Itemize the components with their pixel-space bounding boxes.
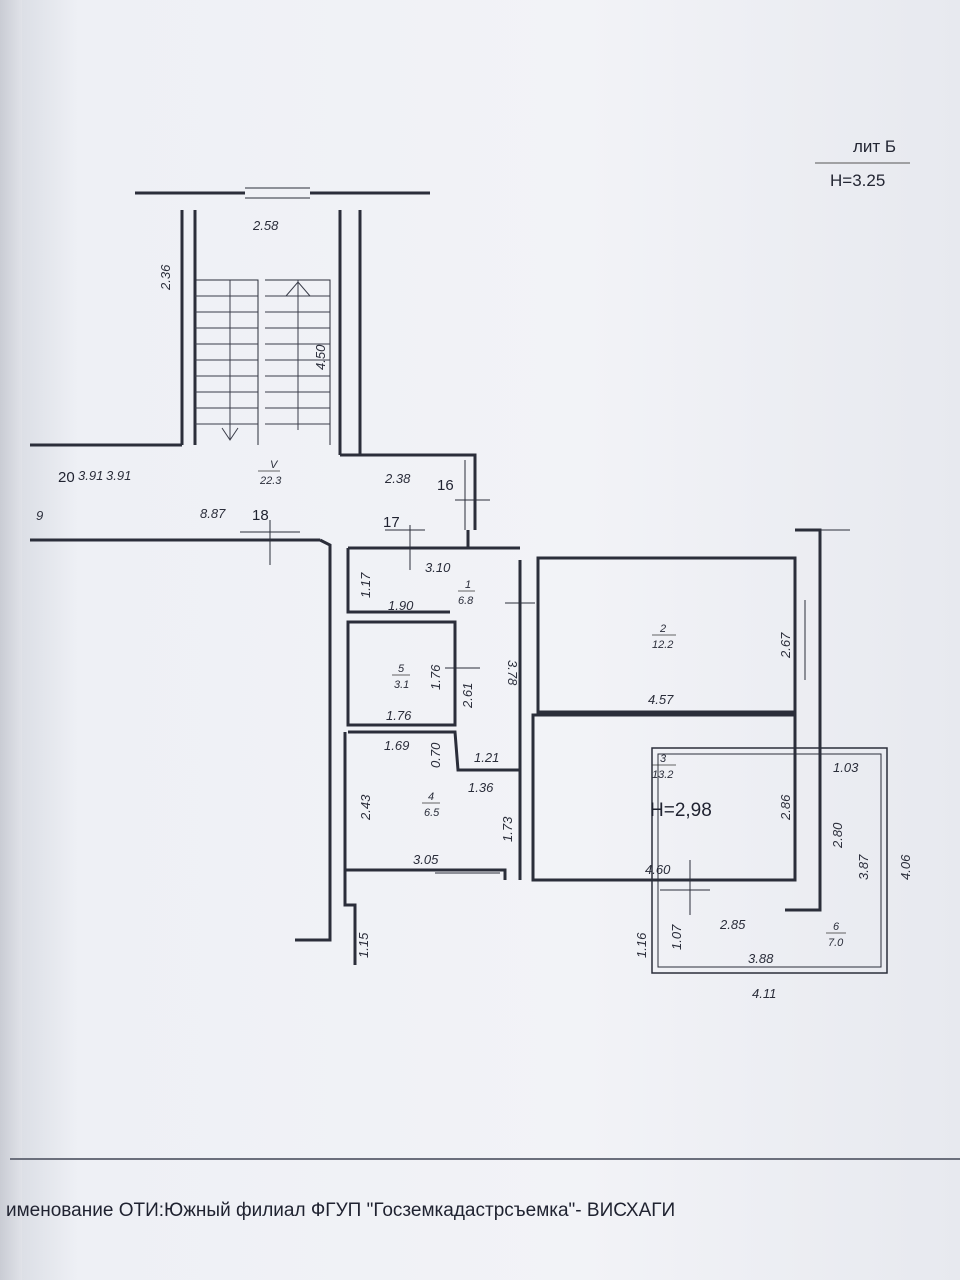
- dimension-label: 3.87: [856, 854, 871, 880]
- room-area: 7.0: [828, 937, 844, 949]
- document-sheet: [22, 0, 960, 1280]
- segment-number: 18: [252, 507, 269, 524]
- dimension-label: 2.67: [778, 632, 793, 659]
- room-area: 12.2: [652, 639, 673, 651]
- room-area: 13.2: [652, 769, 673, 781]
- room-5-label: 5 3.1: [392, 663, 410, 691]
- dimension-label: 4.57: [648, 692, 674, 707]
- dimension-label: 1.36: [468, 780, 494, 795]
- room-labels: 1 6.8 2 12.2 3 13.2 4 6.5 5 3.1 6 7.0: [258, 459, 846, 949]
- dimension-label: 1.90: [388, 598, 414, 613]
- building-height-label: H=3.25: [830, 171, 885, 190]
- segment-number: 16: [437, 477, 454, 494]
- dimension-label: 1.73: [500, 816, 515, 842]
- room-number: 3: [660, 753, 667, 765]
- dimension-label: 1.15: [356, 932, 371, 958]
- dimension-label: 2.61: [460, 683, 475, 709]
- stair-treads: [195, 280, 330, 441]
- segment-number: 20: [58, 469, 75, 486]
- room-1-label: 1 6.8: [458, 579, 475, 607]
- balcony: [651, 747, 888, 974]
- dimension-label: 2.36: [158, 264, 173, 291]
- dimension-label: 3.91: [78, 468, 103, 483]
- room-area: 6.8: [458, 595, 474, 607]
- room-number: 4: [428, 791, 434, 803]
- dimension-label: 1.76: [428, 664, 443, 690]
- dimension-label: 1.03: [833, 760, 859, 775]
- room-number: 1: [465, 579, 471, 591]
- room-2-label: 2 12.2: [652, 623, 676, 651]
- room-height-label: H=2,98: [650, 800, 712, 821]
- dimension-label: 3.88: [748, 951, 774, 966]
- dimension-label: 3.05: [413, 852, 439, 867]
- room-number: V: [270, 459, 279, 471]
- segment-numbers: 16 17 18 20 9: [36, 469, 454, 531]
- dimension-label: 4.60: [645, 862, 671, 877]
- room-area: 6.5: [424, 807, 440, 819]
- dimension-label: 4.11: [752, 986, 776, 1001]
- room-area: 22.3: [259, 475, 282, 487]
- dimension-label: 2.58: [252, 218, 279, 233]
- room-4-label: 4 6.5: [422, 791, 440, 819]
- litera-label: лит Б: [853, 137, 896, 156]
- dimension-label: 3.10: [425, 560, 451, 575]
- dimension-label: 0.70: [428, 742, 443, 768]
- footer-text: именование ОТИ:Южный филиал ФГУП "Госзем…: [6, 1200, 676, 1221]
- dimension-label: 2.85: [719, 917, 746, 932]
- dimension-label: 3.91: [106, 468, 131, 483]
- walls: [30, 187, 822, 965]
- room-number: 5: [398, 663, 405, 675]
- room-6-label: 6 7.0: [826, 921, 846, 949]
- dimension-label: 2.38: [384, 471, 411, 486]
- dimension-label: 2.80: [830, 822, 845, 849]
- dimension-labels: 2.58 2.36 4.50 3.91 3.91 2.38 8.87 3.10 …: [78, 218, 913, 1001]
- page-binding: [0, 0, 22, 1280]
- document-footer: именование ОТИ:Южный филиал ФГУП "Госзем…: [0, 1150, 960, 1240]
- room-3-label: 3 13.2: [652, 753, 676, 781]
- openings: [240, 460, 850, 915]
- dimension-label: 4.50: [313, 344, 328, 370]
- room-number: 2: [659, 623, 666, 635]
- dimension-label: 1.07: [669, 924, 684, 950]
- stairwell-label: V 22.3: [258, 459, 282, 487]
- footer-divider: [10, 1158, 960, 1160]
- dimension-label: 1.17: [358, 572, 373, 598]
- dimension-label: 1.69: [384, 738, 409, 753]
- dimension-label: 2.86: [778, 794, 793, 821]
- dimension-label: 1.16: [634, 932, 649, 958]
- room-area: 3.1: [394, 679, 409, 691]
- segment-number: 17: [383, 514, 400, 531]
- dimension-label: 8.87: [200, 506, 226, 521]
- dimension-label: 2.43: [358, 794, 373, 821]
- dimension-label: 4.06: [898, 854, 913, 880]
- room-number: 6: [833, 921, 840, 933]
- dimension-label: 1.76: [386, 708, 412, 723]
- dimension-label: 3.78: [505, 660, 520, 686]
- edge-fragment: 9: [36, 508, 43, 523]
- dimension-label: 1.21: [474, 750, 499, 765]
